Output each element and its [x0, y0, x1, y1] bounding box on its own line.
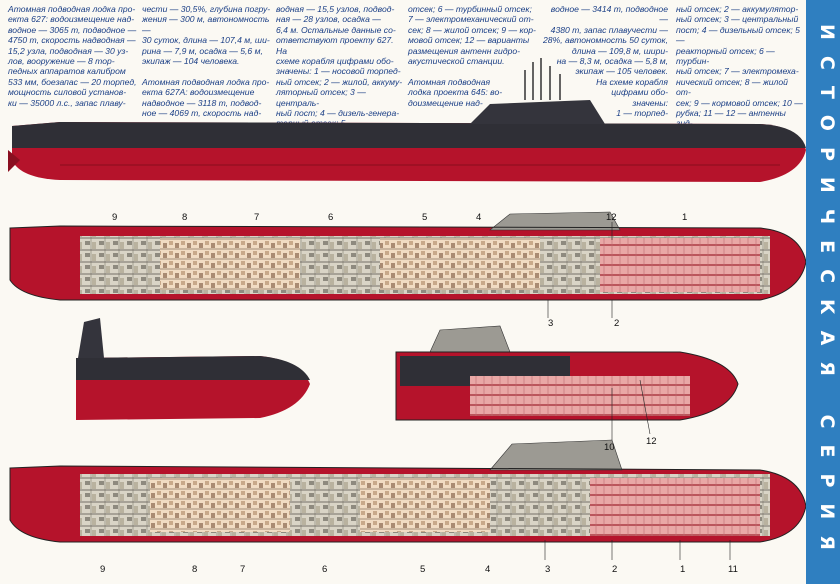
submarine-627-cutaway — [9, 211, 806, 301]
label-645-compartment: 7 — [240, 564, 246, 575]
label-645-compartment: 9 — [100, 564, 106, 575]
text-column-1: Атомная подводная лодка про- екта 627: в… — [8, 4, 137, 108]
label-627-compartment: 9 — [112, 212, 118, 223]
text-column-2: чести — 30,5%, глубина погру- жения — 30… — [142, 4, 271, 119]
label-627-compartment: 7 — [254, 212, 260, 223]
submarine-627-exterior — [8, 58, 806, 182]
text-column-5: водное — 3414 т, подводное — 4380 т, зап… — [543, 4, 668, 119]
label-645-compartment: 2 — [612, 564, 618, 575]
label-645-antenna: 11 — [728, 564, 738, 575]
submarine-627a-cutaway — [395, 325, 739, 421]
label-645-compartment: 4 — [485, 564, 491, 575]
submarine-illustrations — [8, 58, 806, 560]
label-645-compartment: 8 — [192, 564, 198, 575]
label-627-compartment: 1 — [682, 212, 688, 223]
label-conning-tower: 10 — [604, 442, 615, 453]
label-627-antenna: 12 — [606, 212, 617, 223]
label-645-compartment: 6 — [322, 564, 328, 575]
label-627-central-post: 3 — [548, 318, 554, 329]
label-627-battery: 2 — [614, 318, 620, 329]
side-banner: ИСТОРИЧЕСКАЯ СЕРИЯ — [806, 0, 840, 584]
label-627-compartment: 5 — [422, 212, 428, 223]
text-column-3: водная — 15,5 узлов, подвод- ная — 28 уз… — [276, 4, 403, 139]
submarine-645-cutaway — [9, 439, 806, 543]
side-banner-text: ИСТОРИЧЕСКАЯ СЕРИЯ — [816, 24, 838, 566]
label-645-compartment: 1 — [680, 564, 686, 575]
label-627-compartment: 8 — [182, 212, 188, 223]
label-645-compartment: 3 — [545, 564, 551, 575]
text-column-4: отсек; 6 — турбинный отсек; 7 — электром… — [408, 4, 536, 108]
label-627-compartment: 6 — [328, 212, 334, 223]
submarine-627a-exterior — [76, 318, 310, 420]
label-645-compartment: 5 — [420, 564, 426, 575]
label-627-compartment: 4 — [476, 212, 482, 223]
label-antenna: 12 — [646, 436, 657, 447]
leader-lines — [544, 222, 731, 560]
